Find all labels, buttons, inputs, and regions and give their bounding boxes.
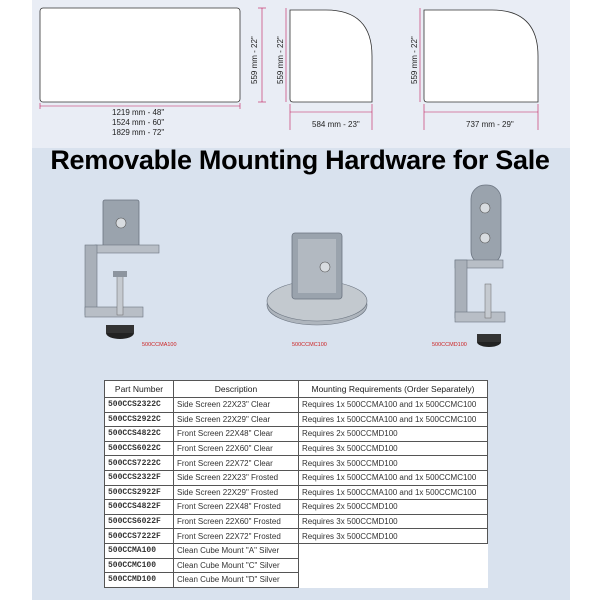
part-number-cell: 500CCMA100 (104, 542, 174, 559)
part-number-cell: 500CCS4822F (104, 499, 174, 515)
panel1-width-label-60: 1524 mm - 60" (112, 118, 165, 127)
requirements-cell: Requires 3x 500CCMD100 (298, 440, 488, 457)
product-caption-a: 500CCMA100 (142, 342, 177, 348)
table-row: 500CCMA100 Clean Cube Mount "A" Silver (104, 542, 488, 559)
requirements-cell: Requires 1x 500CCMA100 and 1x 500CCMC100 (298, 484, 488, 501)
panel-side-small-shape (289, 9, 373, 103)
requirements-cell (299, 573, 488, 588)
requirements-cell: Requires 1x 500CCMA100 and 1x 500CCMC100 (298, 469, 488, 486)
parts-table: Part Number Description Mounting Require… (104, 380, 488, 588)
panel3-height-label: 559 mm - 22" (410, 36, 419, 84)
col-header-description: Description (173, 380, 299, 398)
col-header-part-number: Part Number (104, 380, 174, 398)
requirements-cell: Requires 2x 500CCMD100 (298, 499, 488, 515)
table-header-row: Part Number Description Mounting Require… (104, 380, 488, 398)
panel1-height-label: 559 mm - 22" (250, 36, 259, 84)
clamp-mount-d-illustration (454, 184, 506, 347)
table-row: 500CCS4822F Front Screen 22X48" Frosted … (104, 499, 488, 515)
description-cell: Side Screen 22X29" Clear (173, 411, 299, 428)
table-row: 500CCS2322F Side Screen 22X23" Frosted R… (104, 469, 488, 486)
description-cell: Front Screen 22X72" Frosted (173, 528, 299, 544)
panel3-width-label: 737 mm - 29" (466, 120, 514, 129)
description-cell: Side Screen 22X23" Clear (173, 397, 299, 413)
part-number-cell: 500CCS6022C (104, 440, 174, 457)
table-row: 500CCS2922C Side Screen 22X29" Clear Req… (104, 411, 488, 428)
part-number-cell: 500CCS7222C (104, 455, 174, 471)
panel-rectangle-shape (39, 7, 241, 103)
table-row: 500CCMD100 Clean Cube Mount "D" Silver (104, 572, 488, 588)
table-row: 500CCS6022F Front Screen 22X60" Frosted … (104, 513, 488, 530)
description-cell: Front Screen 22X60" Frosted (173, 513, 299, 530)
product-caption-c: 500CCMC100 (292, 342, 327, 348)
part-number-cell: 500CCS2922F (104, 484, 174, 501)
description-cell: Side Screen 22X23" Frosted (173, 469, 299, 486)
table-row: 500CCS2922F Side Screen 22X29" Frosted R… (104, 484, 488, 501)
requirements-cell (299, 558, 488, 573)
part-number-cell: 500CCS2322C (104, 397, 174, 413)
description-cell: Front Screen 22X48" Frosted (173, 499, 299, 515)
requirements-cell: Requires 3x 500CCMD100 (298, 513, 488, 530)
panel2-height-label: 559 mm - 22" (276, 36, 285, 84)
description-cell: Clean Cube Mount "C" Silver (173, 557, 299, 574)
panel1-width-label-72: 1829 mm - 72" (112, 128, 165, 137)
panel2-width-label: 584 mm - 23" (312, 120, 360, 129)
panel-side-large-shape (423, 9, 539, 103)
description-cell: Front Screen 22X72" Clear (173, 455, 299, 471)
table-row: 500CCS4822C Front Screen 22X48" Clear Re… (104, 426, 488, 442)
part-number-cell: 500CCS2922C (104, 411, 174, 428)
part-number-cell: 500CCS4822C (104, 426, 174, 442)
requirements-cell: Requires 1x 500CCMA100 and 1x 500CCMC100 (298, 411, 488, 428)
table-row: 500CCS6022C Front Screen 22X60" Clear Re… (104, 440, 488, 457)
requirements-cell: Requires 1x 500CCMA100 and 1x 500CCMC100 (298, 397, 488, 413)
cube-mount-c-illustration (266, 232, 368, 326)
table-row: 500CCS7222C Front Screen 22X72" Clear Re… (104, 455, 488, 471)
part-number-cell: 500CCS2322F (104, 469, 174, 486)
requirements-cell: Requires 2x 500CCMD100 (298, 426, 488, 442)
requirements-cell: Requires 3x 500CCMD100 (298, 455, 488, 471)
description-cell: Side Screen 22X29" Frosted (173, 484, 299, 501)
col-header-mounting: Mounting Requirements (Order Separately) (298, 380, 488, 398)
part-number-cell: 500CCS6022F (104, 513, 174, 530)
requirements-cell: Requires 3x 500CCMD100 (298, 528, 488, 544)
description-cell: Clean Cube Mount "A" Silver (173, 542, 299, 559)
description-cell: Front Screen 22X48" Clear (173, 426, 299, 442)
table-row: 500CCMC100 Clean Cube Mount "C" Silver (104, 557, 488, 574)
dimension-diagrams (39, 7, 539, 130)
part-number-cell: 500CCMC100 (104, 557, 174, 574)
panel1-width-label-48: 1219 mm - 48" (112, 108, 165, 117)
description-cell: Clean Cube Mount "D" Silver (173, 572, 299, 588)
part-number-cell: 500CCS7222F (104, 528, 174, 544)
table-row: 500CCS2322C Side Screen 22X23" Clear Req… (104, 397, 488, 413)
page-title: Removable Mounting Hardware for Sale (50, 145, 550, 175)
part-number-cell: 500CCMD100 (104, 572, 174, 588)
requirements-cell (299, 543, 488, 558)
product-caption-d: 500CCMD100 (432, 342, 467, 348)
description-cell: Front Screen 22X60" Clear (173, 440, 299, 457)
table-row: 500CCS7222F Front Screen 22X72" Frosted … (104, 528, 488, 544)
clamp-mount-a-illustration (84, 199, 160, 339)
